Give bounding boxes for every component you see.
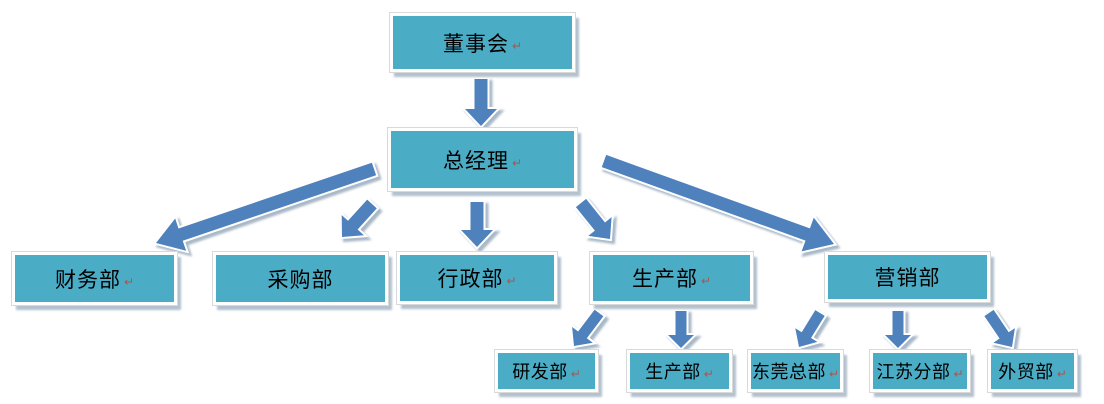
org-node-finance[interactable]: 财务部 ↵ [12, 252, 177, 305]
return-mark-icon: ↵ [511, 38, 523, 53]
edge-marketing-jiangsu-arrow[interactable] [880, 309, 916, 351]
org-node-jiangsu[interactable]: 江苏分部 ↵ [870, 350, 970, 392]
org-node-label: 行政部 [437, 267, 504, 291]
org-node-label: 营销部 [874, 266, 941, 290]
return-mark-icon: ↵ [700, 274, 712, 288]
org-node-dongguan[interactable]: 东莞总部 ↵ [748, 350, 843, 392]
return-mark-icon: ↵ [123, 274, 135, 289]
edge-marketing-dongguan-arrow[interactable] [792, 307, 828, 350]
org-node-label: 董事会 [442, 31, 509, 56]
return-mark-icon: ↵ [506, 274, 517, 288]
edge-gm-finance-arrow[interactable] [152, 160, 379, 254]
org-node-label: 采购部 [267, 267, 334, 292]
org-node-label: 江苏分部 [876, 362, 951, 383]
return-mark-icon: ↵ [570, 367, 581, 381]
org-node-label: 生产部 [645, 362, 701, 383]
org-node-rnd[interactable]: 研发部 ↵ [495, 350, 598, 392]
org-node-purchasing[interactable]: 采购部 [213, 252, 388, 305]
org-node-marketing[interactable]: 营销部 [825, 252, 990, 302]
org-node-label: 东莞总部 [751, 362, 826, 383]
org-node-board[interactable]: 董事会 ↵ [390, 13, 575, 72]
edge-gm-purchasing-arrow[interactable] [339, 196, 380, 240]
edge-production-sub-arrow[interactable] [663, 309, 699, 351]
org-node-label: 财务部 [54, 267, 121, 292]
return-mark-icon: ↵ [1056, 367, 1067, 381]
org-node-label: 研发部 [512, 362, 568, 383]
edge-board-gm-arrow[interactable] [460, 77, 502, 129]
edge-marketing-trade-arrow[interactable] [981, 307, 1018, 350]
org-node-gm[interactable]: 总经理 ↵ [388, 128, 577, 191]
org-node-production-sub[interactable]: 生产部 ↵ [627, 350, 732, 392]
return-mark-icon: ↵ [953, 367, 964, 381]
edge-gm-admin-arrow[interactable] [456, 200, 498, 250]
org-node-trade[interactable]: 外贸部 ↵ [988, 350, 1077, 392]
return-mark-icon: ↵ [828, 367, 840, 381]
return-mark-icon: ↵ [703, 367, 714, 381]
return-mark-icon: ↵ [511, 155, 523, 170]
org-node-production[interactable]: 生产部 ↵ [590, 252, 753, 304]
edge-gm-production-arrow[interactable] [573, 196, 614, 242]
edge-production-rnd-arrow[interactable] [569, 306, 607, 349]
org-node-label: 生产部 [631, 267, 698, 291]
org-node-admin[interactable]: 行政部 ↵ [397, 252, 557, 304]
org-node-label: 外贸部 [998, 362, 1054, 383]
org-node-label: 总经理 [442, 148, 509, 173]
edge-gm-marketing-arrow[interactable] [599, 152, 838, 255]
